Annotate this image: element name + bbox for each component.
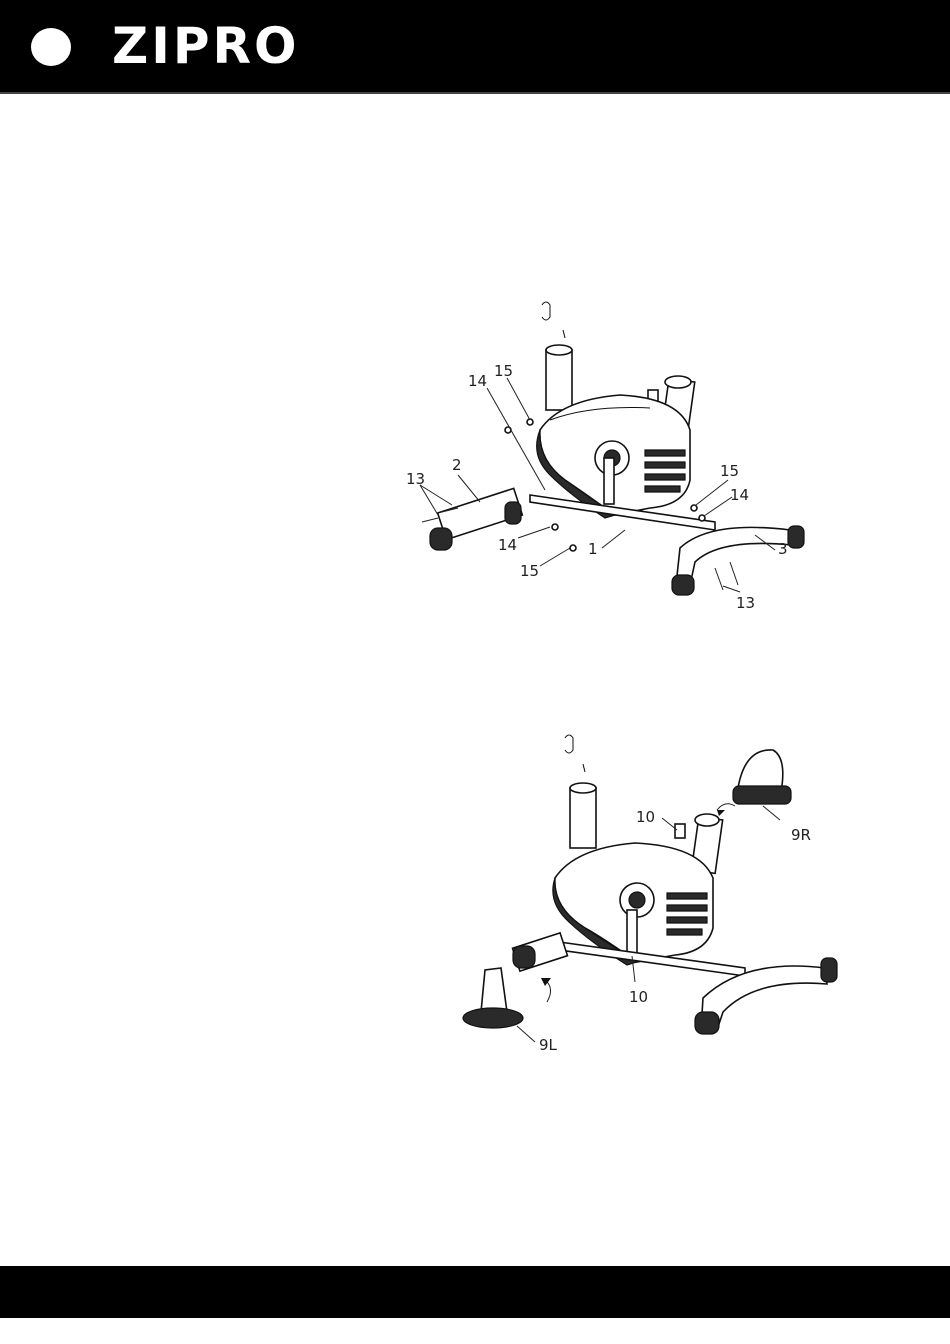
part-label-13: 13 <box>736 594 755 612</box>
logo-dot-icon <box>31 28 71 66</box>
rear-stabilizer-part <box>676 527 792 585</box>
part-label-14: 14 <box>468 372 487 390</box>
part-label-14: 14 <box>730 486 749 504</box>
right-pedal-part <box>733 786 791 804</box>
part-label-1: 1 <box>588 540 598 558</box>
brand-logo: ZIPRO <box>112 16 300 76</box>
part-label-9r: 9R <box>791 826 811 844</box>
part-label-10: 10 <box>629 988 648 1006</box>
header-bar: ZIPRO <box>0 0 950 94</box>
part-label-15: 15 <box>520 562 539 580</box>
part-label-2: 2 <box>452 456 462 474</box>
rear-stabilizer-part <box>701 966 827 1030</box>
seat-clip-part <box>565 735 573 753</box>
part-label-15: 15 <box>720 462 739 480</box>
part-label-15: 15 <box>494 362 513 380</box>
left-pedal-part <box>463 1008 523 1028</box>
seat-clip-part <box>542 302 550 320</box>
part-label-13: 13 <box>406 470 425 488</box>
seat-post-part <box>570 788 596 848</box>
crank-arm-part <box>627 910 637 956</box>
part-label-10: 10 <box>636 808 655 826</box>
assembly-diagram-step-1: 14 15 13 2 14 15 1 15 14 3 13 <box>390 290 830 620</box>
left-pedal-strap-part <box>481 968 507 1012</box>
assembly-diagram-step-2: 10 9R 10 9L <box>455 730 855 1060</box>
part-label-9l: 9L <box>539 1036 558 1054</box>
part-label-3: 3 <box>778 540 788 558</box>
crank-arm-part <box>604 458 614 504</box>
seat-post-part <box>546 350 572 410</box>
footer-bar <box>0 1266 950 1318</box>
part-label-14: 14 <box>498 536 517 554</box>
end-cap-part <box>430 528 452 550</box>
